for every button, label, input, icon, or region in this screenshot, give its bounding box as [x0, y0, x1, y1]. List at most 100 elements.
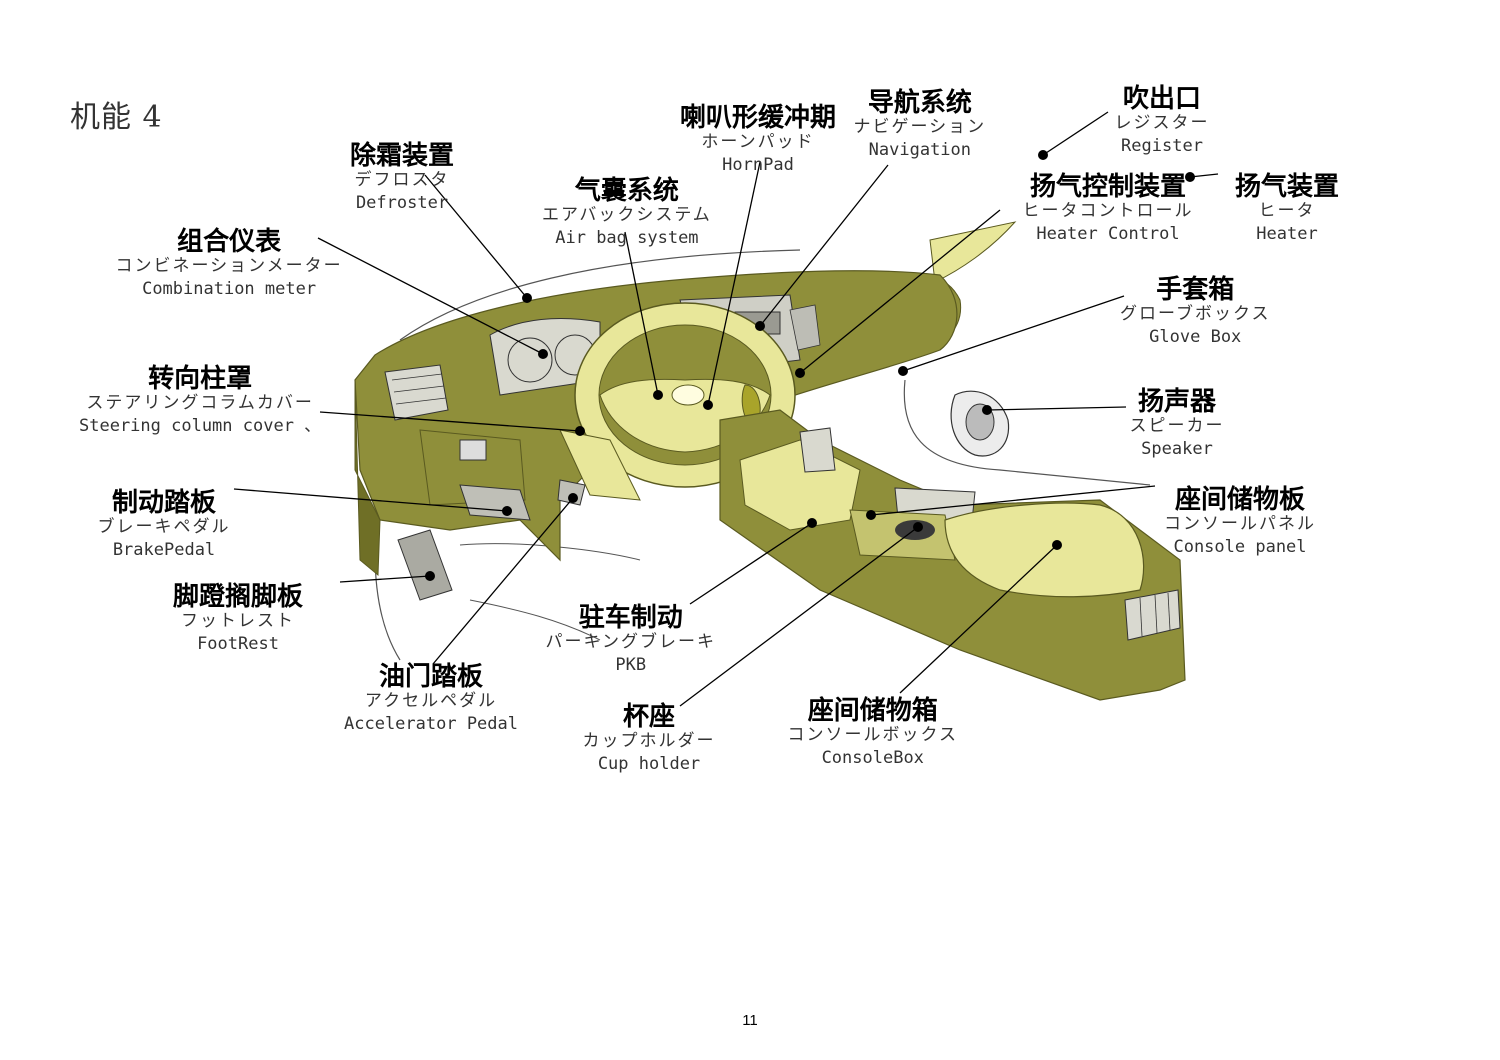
callout-en-label: Console panel [1173, 537, 1307, 557]
callout-ja-label: コンビネーションメーター [115, 256, 343, 276]
callout-en-label: ConsoleBox [821, 748, 924, 768]
glove-box-marker-dot [898, 366, 908, 376]
combination-meter-marker-dot [538, 349, 548, 359]
callout-en-label: Air bag system [555, 228, 699, 248]
callout-en-label: Register [1121, 136, 1203, 156]
callout-en-label: Steering column cover 、 [79, 416, 322, 436]
leader-lines [233, 111, 1219, 707]
callout-en-label: Navigation [868, 140, 972, 160]
speaker-leader-line [986, 406, 1127, 411]
callout-ja-label: ホーンパッド [701, 132, 815, 152]
callout-footrest: 脚蹬搁脚板フットレスト FootRest [173, 584, 303, 653]
console-box-marker-dot [1052, 540, 1062, 550]
pkb-leader-line [689, 522, 813, 605]
callout-ja-label: ナビゲーション [853, 117, 987, 137]
page-title: 机能 4 [70, 100, 163, 135]
callout-ja-label: フットレスト [181, 611, 295, 631]
callout-en-label: Speaker [1141, 439, 1213, 459]
callout-en-label: Cup holder [597, 754, 701, 774]
callout-zh-label: 驻车制动 [578, 603, 683, 633]
callout-ja-label: グローブボックス [1120, 304, 1271, 324]
steering-cover-leader-line [319, 411, 581, 432]
callout-ja-label: コンソールパネル [1164, 514, 1316, 534]
callout-pkb: 驻车制动パーキングブレーキ PKB [546, 605, 717, 674]
combination-meter-leader-line [317, 237, 544, 355]
brake-pedal-leader-line [233, 488, 508, 512]
callout-zh-label: 喇叭形缓冲期 [680, 103, 837, 133]
callout-zh-label: 制动踏板 [111, 488, 216, 518]
callout-ja-label: スピーカー [1129, 416, 1225, 436]
callout-accelerator: 油门踏板アクセルペダル Accelerator Pedal [344, 664, 518, 733]
dashboard-drawing [354, 221, 1186, 701]
callout-ja-label: アクセルペダル [364, 691, 498, 711]
heater-control-marker-dot [795, 368, 805, 378]
callout-heater-control: 扬气控制装置ヒータコントロール Heater Control [1023, 174, 1194, 243]
callout-ja-label: コンソールボックス [787, 725, 958, 745]
footrest-leader-line [339, 575, 431, 583]
callout-ja-label: ヒータコントロール [1022, 201, 1194, 221]
navigation-leader-line [759, 164, 889, 327]
callout-console-box: 座间储物箱コンソールボックス ConsoleBox [788, 698, 959, 767]
callout-console-panel: 座间储物板コンソールパネル Console panel [1164, 487, 1316, 556]
defroster-marker-dot [522, 293, 532, 303]
footrest-marker-dot [425, 571, 435, 581]
callout-zh-label: 油门踏板 [378, 662, 483, 692]
callout-ja-label: ブレーキペダル [97, 517, 231, 537]
steering-cover-marker-dot [575, 426, 585, 436]
callout-airbag: 气囊系统エアバックシステム Air bag system [542, 178, 712, 247]
callout-ja-label: ステアリングコラムカバー [86, 393, 314, 413]
callout-en-label: PKB [615, 655, 647, 675]
callout-glove-box: 手套箱グローブボックス Glove Box [1120, 277, 1270, 346]
callout-en-label: Accelerator Pedal [344, 714, 518, 734]
callout-en-label: Heater Control [1036, 224, 1180, 244]
speaker-marker-dot [982, 405, 992, 415]
callout-zh-label: 脚蹬搁脚板 [173, 582, 304, 612]
callout-ja-label: レジスター [1114, 113, 1210, 133]
brake-pedal-marker-dot [502, 506, 512, 516]
callout-navigation: 导航系统ナビゲーション Navigation [854, 90, 987, 159]
airbag-leader-line [624, 231, 659, 396]
heater-marker-dot [1185, 172, 1195, 182]
register-marker-dot [1038, 150, 1048, 160]
callout-en-label: Glove Box [1149, 327, 1242, 347]
cup-holder-marker-dot [913, 522, 923, 532]
callout-en-label: Combination meter [142, 279, 317, 299]
accelerator-leader-line [432, 497, 574, 665]
register-leader-line [1042, 111, 1109, 156]
callout-ja-label: ヒータ [1258, 201, 1316, 221]
callout-zh-label: 气囊系统 [574, 176, 679, 206]
airbag-marker-dot [653, 390, 663, 400]
callout-en-label: Defroster [355, 193, 449, 213]
callout-zh-label: 扬气控制装置 [1029, 172, 1186, 202]
callout-en-label: FootRest [197, 634, 279, 654]
callout-en-label: BrakePedal [112, 540, 216, 560]
callout-zh-label: 杯座 [622, 702, 675, 732]
callout-zh-label: 吹出口 [1122, 84, 1201, 114]
pkb-marker-dot [807, 518, 817, 528]
callout-zh-label: 导航系统 [867, 88, 972, 118]
console-panel-marker-dot [866, 510, 876, 520]
console-panel-leader-line [870, 485, 1156, 516]
callout-en-label: HornPad [722, 155, 794, 175]
callout-brake-pedal: 制动踏板ブレーキペダル BrakePedal [98, 490, 231, 559]
page-number: 11 [742, 1012, 758, 1029]
callout-ja-label: カップホルダー [582, 731, 716, 751]
cup-holder-leader-line [679, 526, 919, 707]
callout-ja-label: エアバックシステム [542, 205, 712, 225]
callout-register: 吹出口レジスター Register [1115, 86, 1210, 155]
callout-zh-label: 座间储物板 [1174, 485, 1305, 515]
callout-hornpad: 喇叭形缓冲期ホーンパッド HornPad [680, 105, 836, 174]
callout-ja-label: パーキングブレーキ [545, 632, 716, 652]
glove-box-leader-line [902, 295, 1125, 372]
callout-zh-label: 座间储物箱 [807, 696, 938, 726]
callout-zh-label: 扬气装置 [1235, 172, 1340, 202]
callout-zh-label: 手套箱 [1156, 275, 1235, 305]
hornpad-marker-dot [703, 400, 713, 410]
